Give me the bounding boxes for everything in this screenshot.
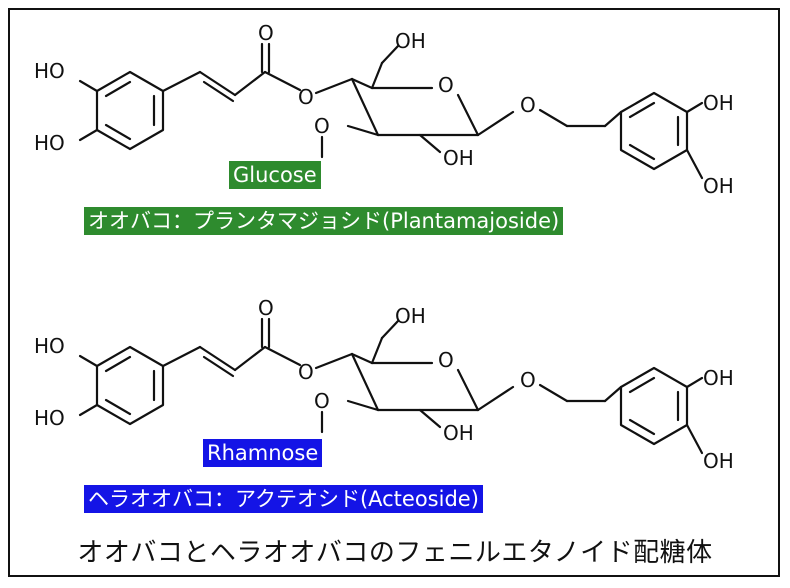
carbonyl-o-top: O [258, 21, 274, 45]
ch2oh-label-top: OH [395, 29, 426, 53]
acteoside-label: ヘラオオバコ：アクテオシド(Acteoside) [84, 485, 483, 513]
glucose-label: Glucose [229, 161, 321, 189]
plantamajoside-structure: HO HO O O OH O O OH O OH OH [34, 21, 734, 198]
ester-o-top: O [298, 85, 314, 109]
sugar-ring [314, 44, 623, 159]
figure-caption: オオバコとヘラオオバコのフェニルエタノイド配糖体 [77, 538, 713, 568]
figure-frame [8, 8, 780, 577]
caffeoyl-chain [161, 42, 302, 103]
ho-label-top-2: HO [34, 131, 65, 155]
catechol-ring-right [619, 91, 704, 180]
o-sugar-top: O [314, 114, 330, 138]
plantamajoside-label: オオバコ：プランタマジョシド(Plantamajoside) [84, 207, 564, 235]
oh-label-top-r1: OH [703, 91, 734, 115]
ho-label-top-1: HO [34, 59, 65, 83]
catechol-ring-left [78, 70, 165, 151]
rhamnose-label: Rhamnose [203, 439, 323, 467]
oh-label-top-r2: OH [703, 174, 734, 198]
ring-o-top: O [438, 73, 454, 97]
glycoside-o-top: O [520, 93, 536, 117]
oh-label-top-3: OH [443, 146, 474, 170]
